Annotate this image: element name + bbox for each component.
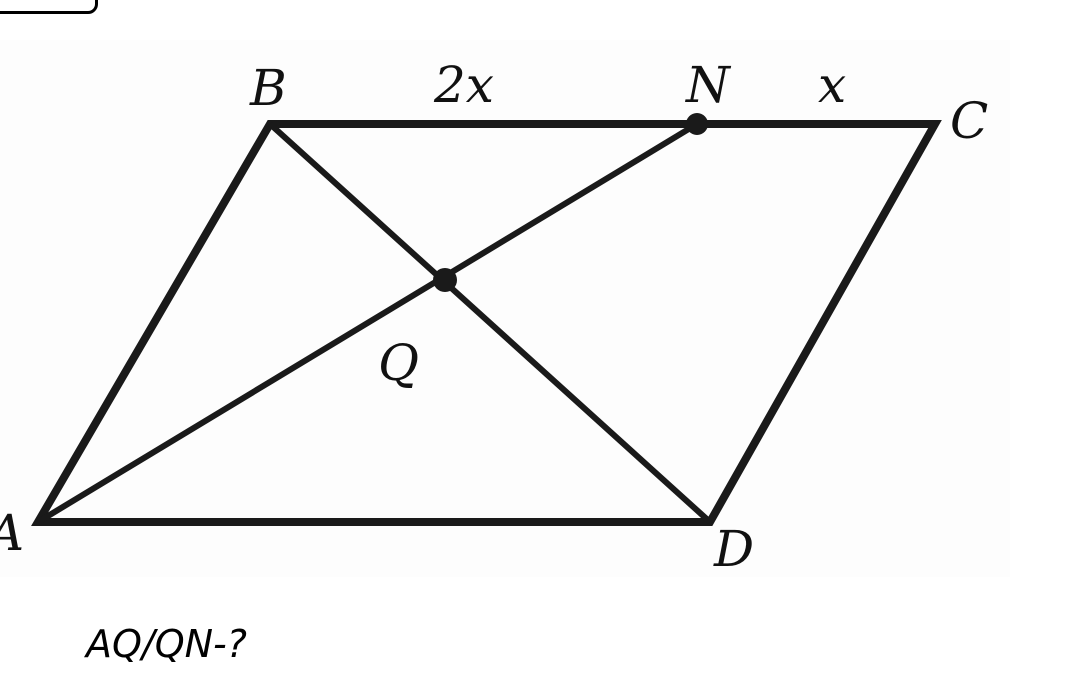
figure-background [0, 40, 1010, 577]
point-label-q: Q [378, 334, 419, 392]
header-box [0, 0, 98, 14]
vertex-label-d: D [713, 520, 754, 578]
parallelogram-abcd [31, 120, 942, 526]
point-n-dot [686, 113, 708, 135]
segment-label-nc: x [818, 56, 846, 114]
segment-an [36, 121, 699, 525]
point-label-n: N [685, 56, 732, 114]
segment-label-bn: 2x [433, 56, 494, 114]
vertex-label-a: A [0, 504, 24, 562]
vertex-label-b: B [249, 59, 287, 117]
point-q-dot [433, 268, 457, 292]
vertex-label-c: C [950, 92, 988, 150]
question-text: AQ/QN-? [86, 622, 247, 666]
diagonal-bd [267, 121, 713, 525]
